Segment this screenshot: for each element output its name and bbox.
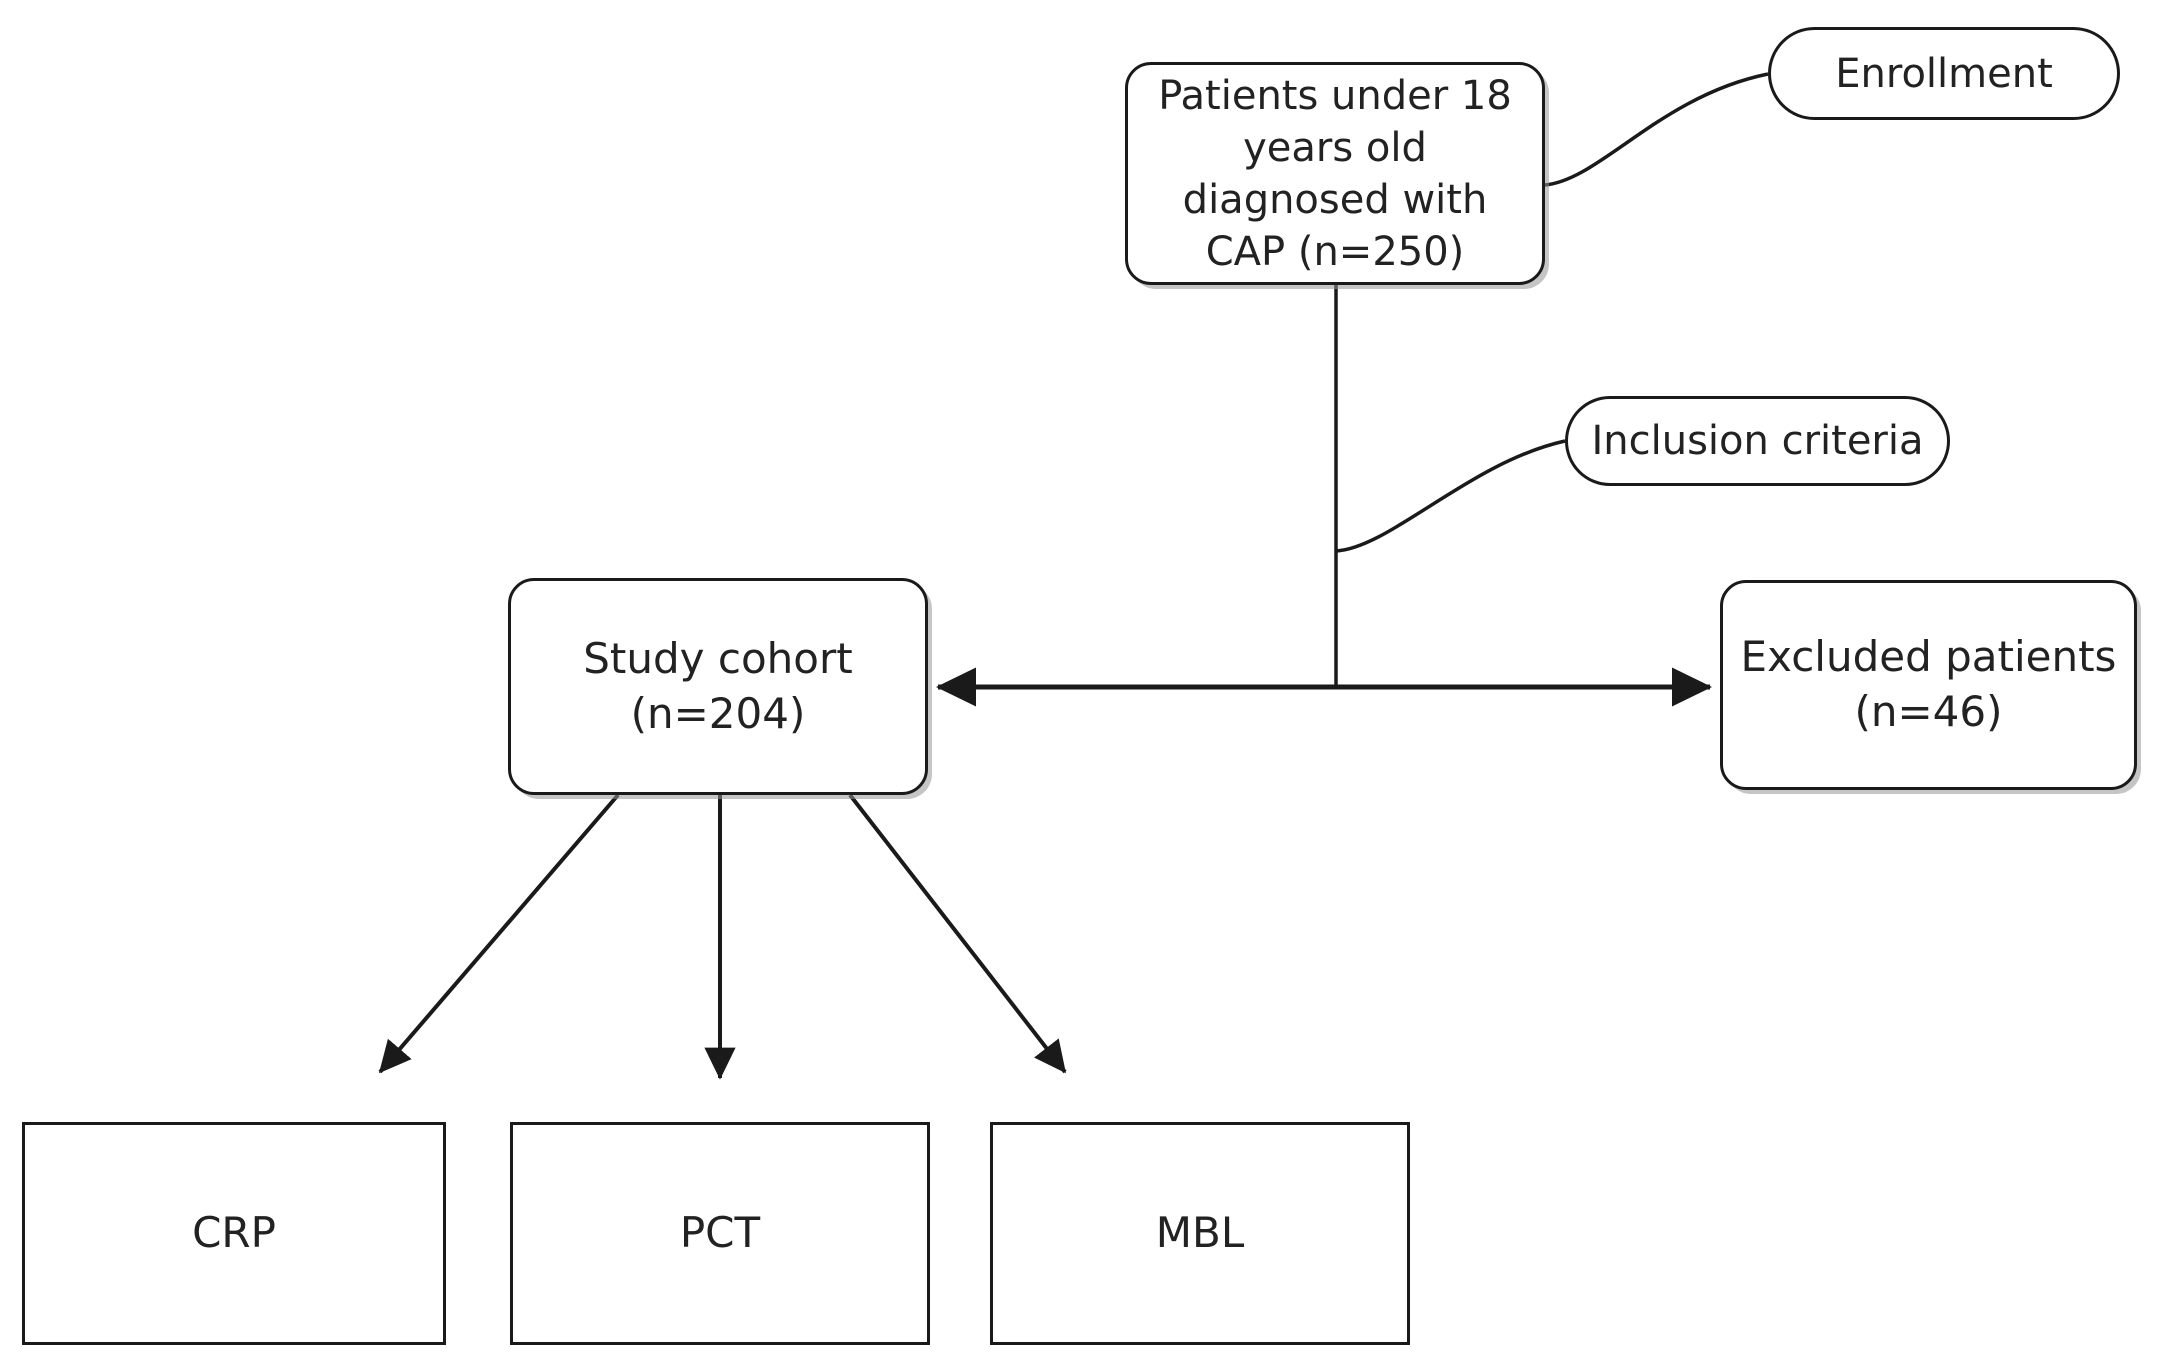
connector-source-to-enrollment: [1544, 72, 1769, 187]
node-excluded-patients[interactable]: Excluded patients (n=46): [1720, 580, 2137, 790]
node-study-cohort-label: Study cohort (n=204): [583, 633, 853, 738]
node-pct[interactable]: PCT: [510, 1122, 930, 1345]
node-source-population[interactable]: Patients under 18 years old diagnosed wi…: [1125, 62, 1545, 285]
node-crp-label: CRP: [192, 1208, 276, 1258]
node-enrollment[interactable]: Enrollment: [1768, 27, 2120, 120]
connector-cohort-to-mbl: [848, 793, 1067, 1074]
node-inclusion-criteria[interactable]: Inclusion criteria: [1565, 396, 1950, 486]
node-study-cohort[interactable]: Study cohort (n=204): [508, 578, 928, 795]
node-source-population-label: Patients under 18 years old diagnosed wi…: [1158, 72, 1512, 275]
node-inclusion-criteria-label: Inclusion criteria: [1591, 418, 1924, 464]
node-mbl[interactable]: MBL: [990, 1122, 1410, 1345]
connector-cohort-to-crp: [378, 793, 620, 1074]
node-enrollment-label: Enrollment: [1835, 50, 2053, 97]
node-pct-label: PCT: [679, 1208, 761, 1258]
node-excluded-patients-label: Excluded patients (n=46): [1740, 632, 2117, 736]
connector-trunk-to-inclusion: [1335, 439, 1566, 553]
node-mbl-label: MBL: [1155, 1208, 1245, 1258]
node-crp[interactable]: CRP: [22, 1122, 446, 1345]
